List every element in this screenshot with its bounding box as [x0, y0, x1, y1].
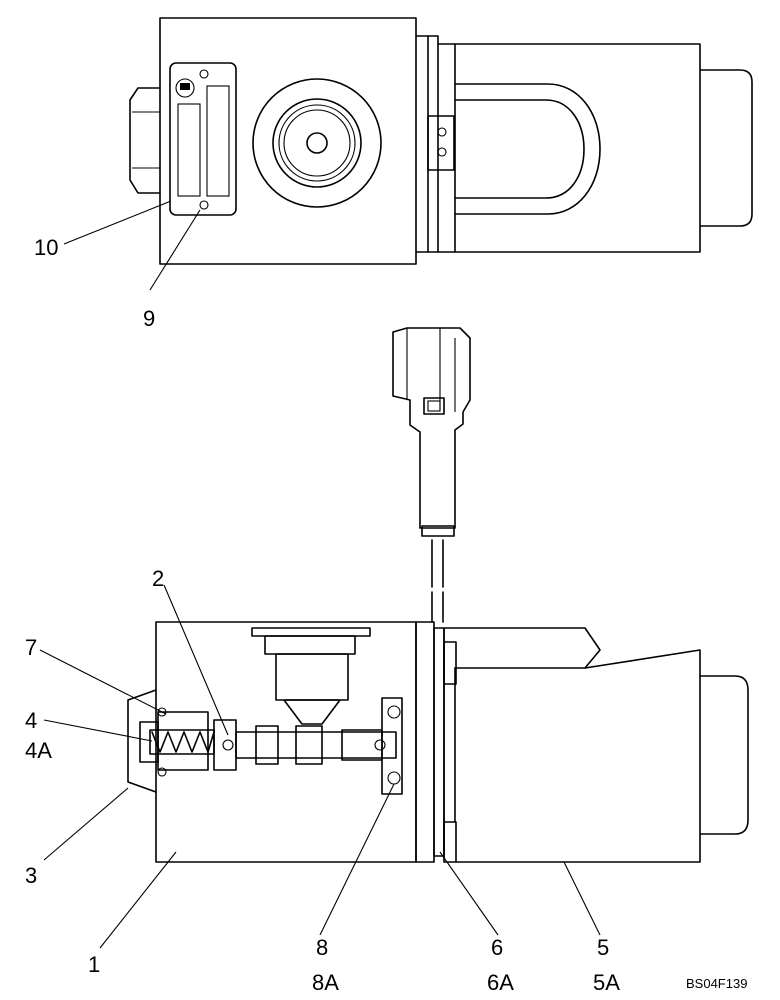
label-6: 6	[491, 935, 503, 960]
label-6a: 6A	[487, 970, 514, 995]
label-5: 5	[597, 935, 609, 960]
leader-lines-side	[39, 584, 601, 949]
electrical-connector	[392, 327, 471, 623]
label-9: 9	[143, 306, 155, 331]
label-10: 10	[34, 235, 58, 260]
label-4a: 4A	[25, 738, 52, 763]
label-4: 4	[25, 708, 37, 733]
label-8: 8	[316, 935, 328, 960]
figure-code: BS04F139	[686, 976, 747, 991]
label-3: 3	[25, 863, 37, 888]
label-2: 2	[152, 566, 164, 591]
side-view-valve	[127, 621, 749, 863]
leader-lines-top	[63, 200, 201, 291]
label-8a: 8A	[312, 970, 339, 995]
label-1: 1	[88, 952, 100, 977]
top-view-valve	[129, 17, 753, 265]
label-5a: 5A	[593, 970, 620, 995]
label-7: 7	[25, 635, 37, 660]
